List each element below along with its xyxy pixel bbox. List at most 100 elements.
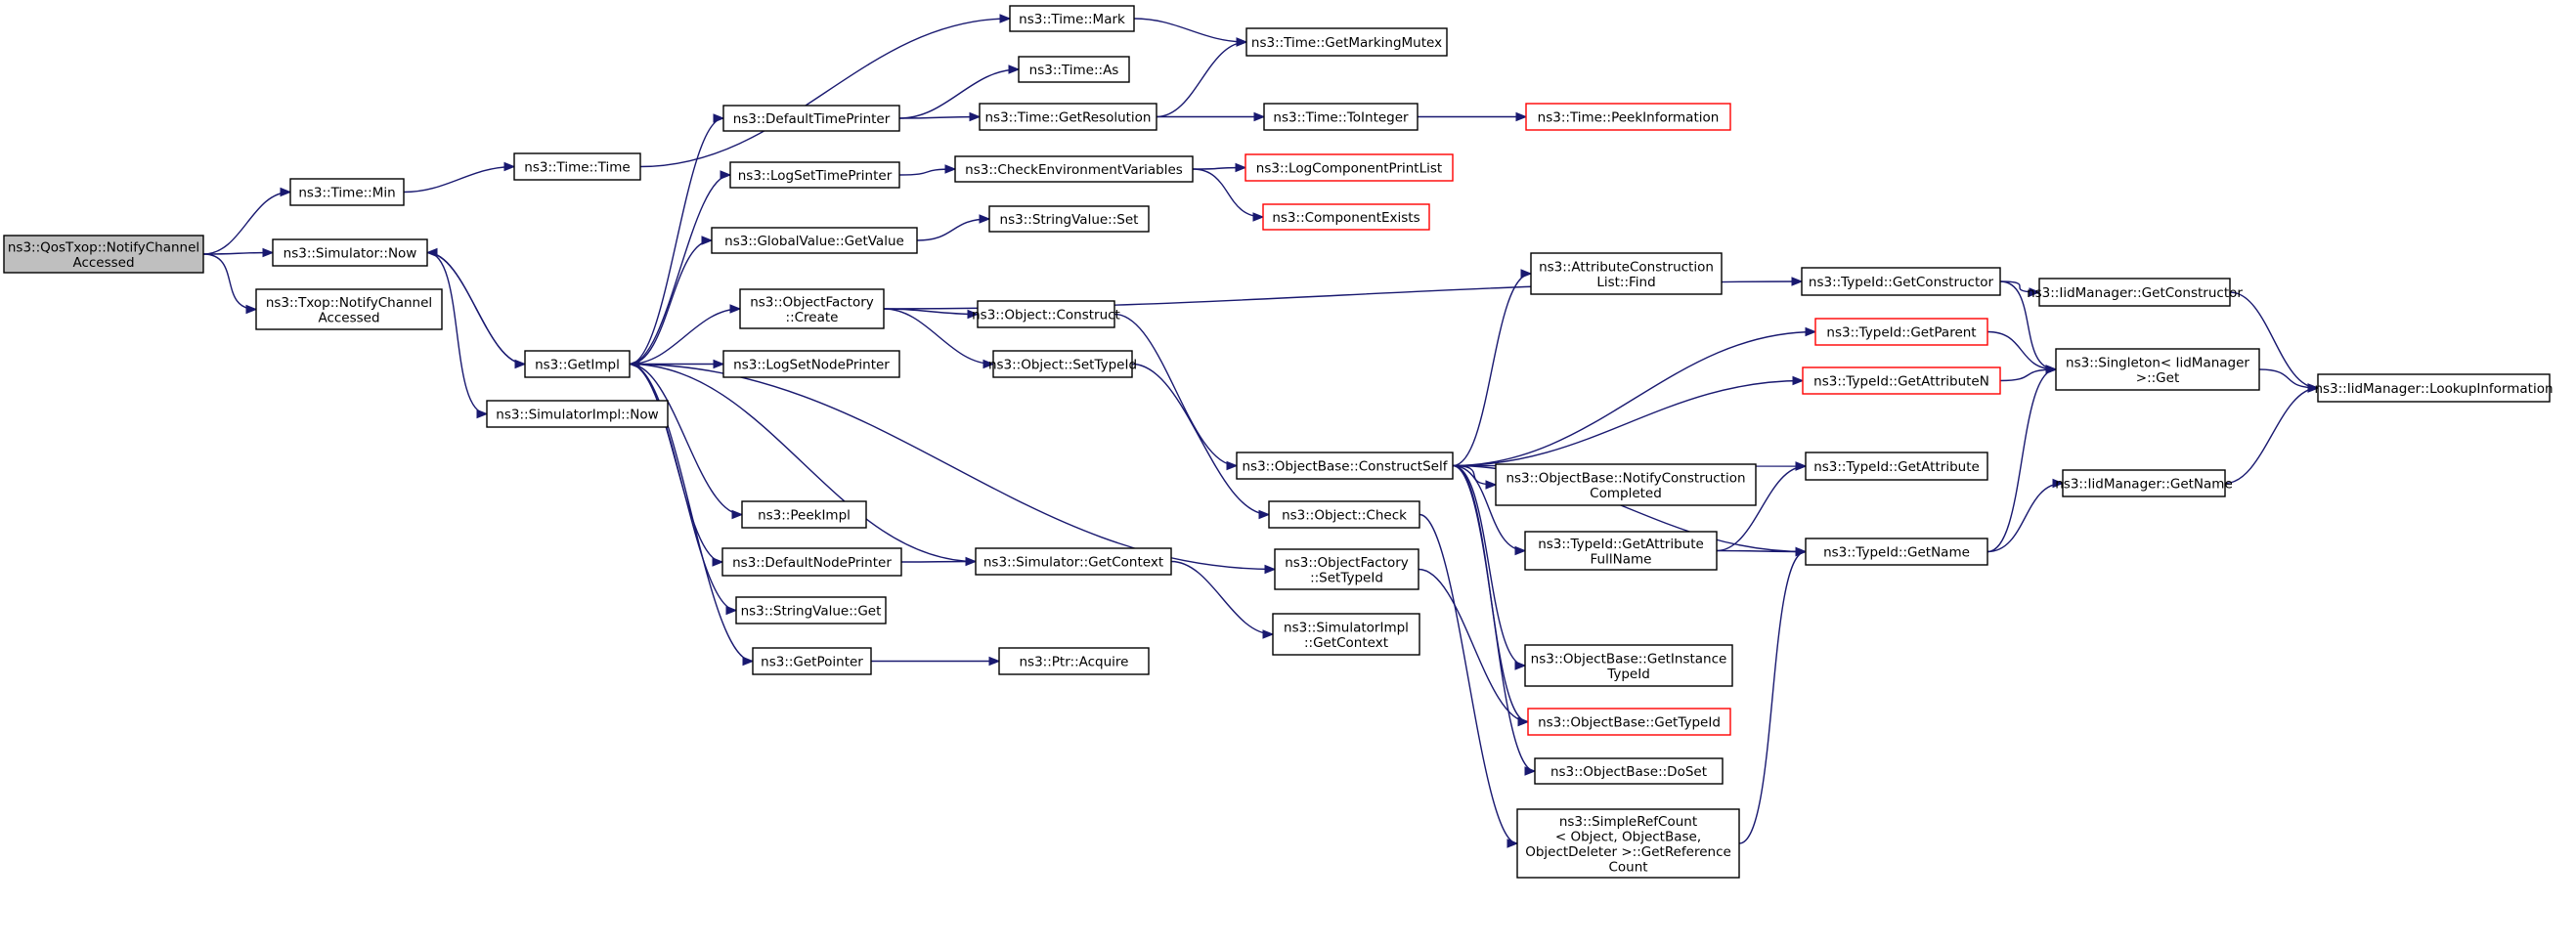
node-ns3-defaultnodeprinter[interactable]: ns3::DefaultNodePrinter — [721, 547, 902, 577]
arrowhead — [262, 247, 275, 258]
edge-n7-to-n8 — [1133, 18, 1247, 43]
node-ns3-typeid-getattributen[interactable]: ns3::TypeId::GetAttributeN — [1802, 366, 2001, 395]
edge-n5-to-n14 — [629, 174, 731, 366]
node-ns3-typeid-getparent[interactable]: ns3::TypeId::GetParent — [1814, 318, 1988, 346]
node-label: ns3::Time::Time — [524, 160, 630, 176]
node-label: ns3::QosTxop::NotifyChannel — [8, 239, 199, 255]
node-ns3-iidmanager-getname[interactable]: ns3::IidManager::GetName — [2055, 469, 2233, 497]
arrowhead — [988, 656, 1001, 667]
node-label: ns3::Object::SetTypeId — [988, 358, 1137, 373]
node-ns3-objectbase-notifyconstruction-completed[interactable]: ns3::ObjectBase::NotifyConstructionCompl… — [1495, 463, 1757, 506]
node-ns3-objectbase-constructself[interactable]: ns3::ObjectBase::ConstructSelf — [1236, 452, 1454, 480]
node-ns3-time-min[interactable]: ns3::Time::Min — [289, 178, 405, 206]
arrowhead — [1791, 277, 1804, 286]
node-label: ns3::StringValue::Set — [1000, 212, 1139, 228]
node-ns3-peekimpl[interactable]: ns3::PeekImpl — [741, 500, 867, 529]
edge-n5-to-n2 — [426, 251, 526, 366]
arrowhead — [503, 161, 516, 172]
arrowhead — [1008, 65, 1021, 74]
node-label: < Object, ObjectBase, — [1555, 829, 1701, 844]
node-ns3-simulator-now[interactable]: ns3::Simulator::Now — [272, 238, 428, 267]
node-box — [2317, 373, 2551, 403]
arrowhead — [729, 304, 742, 314]
node-ns3-globalvalue-getvalue[interactable]: ns3::GlobalValue::GetValue — [711, 227, 918, 254]
node-ns3-singleton-iidmanager-get[interactable]: ns3::Singleton< IidManager>::Get — [2055, 348, 2260, 391]
node-ns3-object-construct[interactable]: ns3::Object::Construct — [972, 300, 1120, 328]
node-box — [988, 205, 1150, 233]
arrowhead — [1515, 111, 1528, 122]
node-ns3-ptr-acquire[interactable]: ns3::Ptr::Acquire — [998, 647, 1150, 675]
node-ns3-time-getresolution[interactable]: ns3::Time::GetResolution — [979, 103, 1157, 131]
node-ns3-logsettimeprinter[interactable]: ns3::LogSetTimePrinter — [729, 161, 900, 189]
node-box — [722, 105, 900, 132]
node-box — [1527, 708, 1731, 736]
arrowhead — [1253, 111, 1266, 122]
edge-n28-to-n29 — [2258, 368, 2319, 389]
node-box — [1805, 452, 1988, 481]
node-ns3-iidmanager-getconstructor[interactable]: ns3::IidManager::GetConstructor — [2027, 278, 2243, 307]
node-label: ns3::TypeId::GetAttribute — [1813, 459, 1980, 475]
node-ns3-object-check[interactable]: ns3::Object::Check — [1268, 500, 1420, 529]
node-ns3-stringvalue-get[interactable]: ns3::StringValue::Get — [735, 596, 887, 624]
node-ns3-typeid-getconstructor[interactable]: ns3::TypeId::GetConstructor — [1801, 267, 2001, 296]
edge-n31-to-n37 — [1452, 464, 1526, 552]
arrowhead — [713, 359, 725, 369]
node-ns3-time-time[interactable]: ns3::Time::Time — [513, 152, 641, 181]
node-label: ns3::Time::As — [1029, 63, 1119, 78]
node-ns3-stringvalue-set[interactable]: ns3::StringValue::Set — [988, 205, 1150, 233]
arrowhead — [1264, 564, 1277, 575]
node-ns3-objectbase-gettypeid[interactable]: ns3::ObjectBase::GetTypeId — [1527, 708, 1731, 736]
node-ns3-getimpl[interactable]: ns3::GetImpl — [524, 350, 631, 378]
arrowhead — [1506, 839, 1519, 848]
node-ns3-time-peekinformation[interactable]: ns3::Time::PeekInformation — [1525, 103, 1731, 131]
node-box — [1805, 538, 1988, 566]
edge-n36-to-n49 — [1419, 513, 1518, 844]
node-ns3-time-getmarkingmutex[interactable]: ns3::Time::GetMarkingMutex — [1245, 27, 1448, 57]
node-ns3-logsetnodeprinter[interactable]: ns3::LogSetNodePrinter — [722, 350, 900, 378]
node-ns3-simulatorimpl-getcontext[interactable]: ns3::SimulatorImpl::GetContext — [1272, 613, 1420, 656]
node-ns3-simulatorimpl-now[interactable]: ns3::SimulatorImpl::Now — [486, 400, 669, 428]
node-ns3-simplerefcount-object-objectbase-objectdeleter-getreference-count[interactable]: ns3::SimpleRefCount< Object, ObjectBase,… — [1516, 808, 1740, 879]
node-box — [721, 547, 902, 577]
node-ns3-iidmanager-lookupinformation[interactable]: ns3::IidManager::LookupInformation — [2314, 373, 2554, 403]
node-ns3-defaulttimeprinter[interactable]: ns3::DefaultTimePrinter — [722, 105, 900, 132]
edge-n9-to-n10 — [898, 68, 1020, 119]
node-ns3-time-mark[interactable]: ns3::Time::Mark — [1009, 5, 1135, 32]
edge-n31-to-n24 — [1452, 273, 1532, 467]
arrowhead — [1235, 162, 1247, 173]
node-box — [3, 235, 204, 274]
edge-n2-to-n6 — [426, 251, 488, 415]
node-box — [2038, 278, 2231, 307]
node-ns3-objectfactory-settypeid[interactable]: ns3::ObjectFactory::SetTypeId — [1274, 548, 1419, 590]
node-ns3-simulator-getcontext[interactable]: ns3::Simulator::GetContext — [975, 547, 1172, 576]
node-ns3-time-tointeger[interactable]: ns3::Time::ToInteger — [1263, 103, 1419, 131]
node-ns3-objectfactory-create[interactable]: ns3::ObjectFactory::Create — [739, 288, 885, 329]
node-ns3-time-as[interactable]: ns3::Time::As — [1018, 56, 1130, 83]
edge-n0-to-n2 — [202, 251, 274, 255]
node-label: ns3::Simulator::Now — [284, 246, 417, 262]
node-ns3-checkenvironmentvariables[interactable]: ns3::CheckEnvironmentVariables — [954, 155, 1194, 183]
arrowhead — [1792, 375, 1805, 386]
node-ns3-logcomponentprintlist[interactable]: ns3::LogComponentPrintList — [1244, 153, 1454, 182]
node-box — [1009, 5, 1135, 32]
node-ns3-getpointer[interactable]: ns3::GetPointer — [752, 647, 872, 675]
arrowhead — [1805, 326, 1817, 337]
node-ns3-objectbase-doset[interactable]: ns3::ObjectBase::DoSet — [1534, 757, 1724, 785]
arrowhead — [944, 164, 957, 174]
edge-n26-to-n29 — [2229, 291, 2319, 389]
node-box — [1268, 500, 1420, 529]
edge-n41-to-n47 — [1418, 568, 1529, 723]
node-label: ns3::SimpleRefCount — [1559, 814, 1697, 830]
node-ns3-componentexists[interactable]: ns3::ComponentExists — [1262, 203, 1430, 231]
node-ns3-typeid-getname[interactable]: ns3::TypeId::GetName — [1805, 538, 1988, 566]
node-ns3-typeid-getattribute[interactable]: ns3::TypeId::GetAttribute — [1805, 452, 1988, 481]
arrowhead — [1524, 766, 1537, 776]
node-box — [1272, 613, 1420, 656]
arrowhead — [712, 557, 724, 567]
node-ns3-object-settypeid[interactable]: ns3::Object::SetTypeId — [988, 350, 1137, 378]
